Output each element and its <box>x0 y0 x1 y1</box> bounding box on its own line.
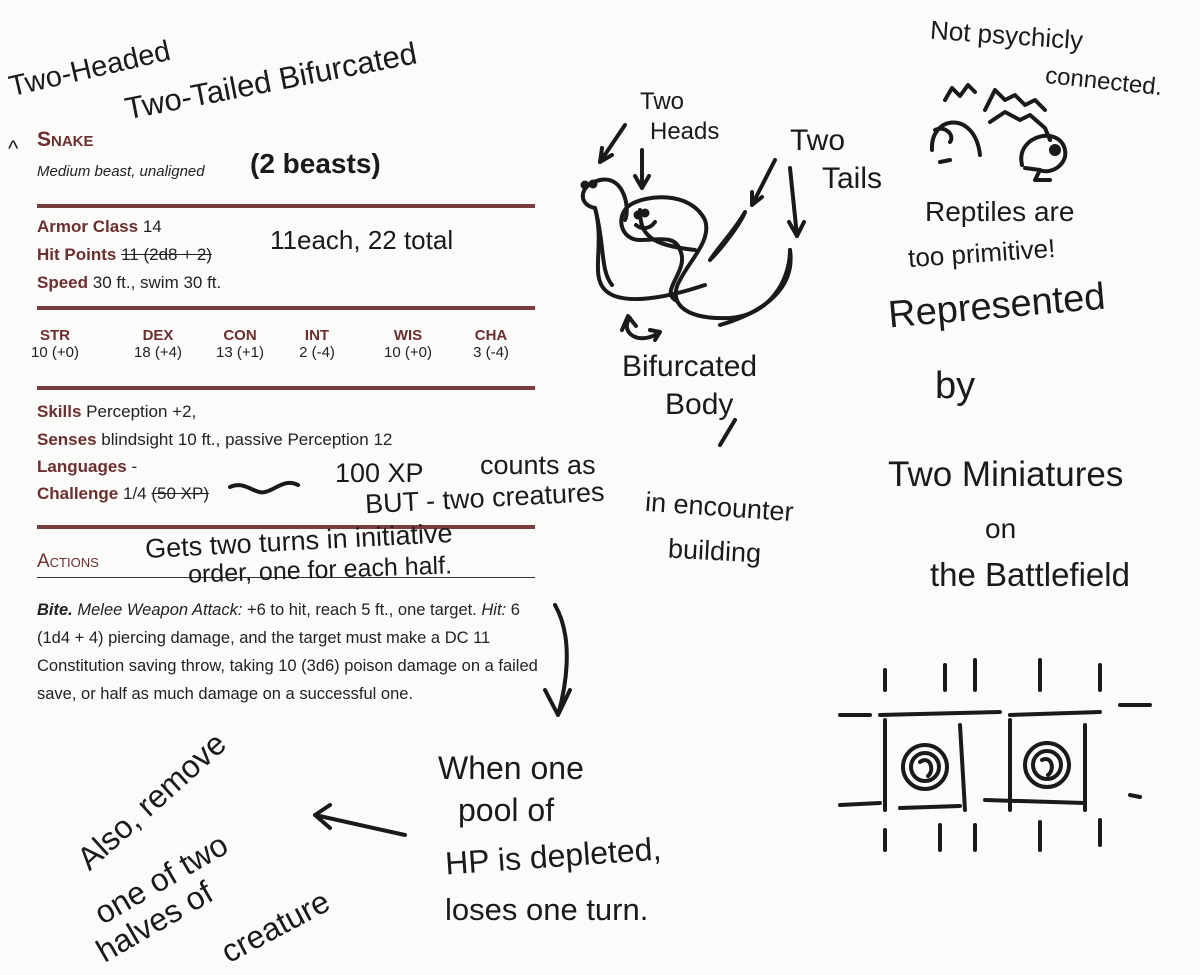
label-two-tails-2: Tails <box>822 162 883 195</box>
ability-score: 13 (+1) <box>216 344 264 361</box>
battle-grid-drawing <box>838 658 1152 852</box>
note-counts-as: counts as <box>480 450 596 480</box>
ability-score: 10 (+0) <box>384 344 432 361</box>
skills: Skills Perception +2, <box>37 402 196 422</box>
languages: Languages - <box>37 457 137 477</box>
senses: Senses blindsight 10 ft., passive Percep… <box>37 430 392 450</box>
ability-name: CON <box>223 327 257 344</box>
ability-score: 3 (-4) <box>473 344 509 361</box>
armor-class-value: 14 <box>142 217 162 236</box>
note-two-beasts: (2 beasts) <box>250 148 381 179</box>
speed-label: Speed <box>37 273 89 292</box>
ability-name: WIS <box>393 327 423 344</box>
ability-score: 10 (+0) <box>31 344 79 361</box>
senses-value: blindsight 10 ft., passive Perception 12 <box>101 430 393 449</box>
armor-class: Armor Class 14 <box>37 217 162 237</box>
note-when-depleted-2: pool of <box>458 792 555 828</box>
armor-class-label: Armor Class <box>37 217 139 236</box>
actions-heading: Actions <box>37 551 99 572</box>
challenge: Challenge 1/4 (50 XP) <box>37 484 209 504</box>
challenge-xp-struck: (50 XP) <box>151 484 209 503</box>
ability-name: CHA <box>474 327 508 344</box>
bite-hit-label: Hit: <box>481 601 507 619</box>
skills-label: Skills <box>37 402 82 421</box>
note-on: on <box>985 513 1017 544</box>
label-two-heads-1: Two <box>640 88 685 115</box>
psychic-heads-drawing <box>929 83 1068 182</box>
label-body: Body <box>665 388 734 421</box>
hit-points: Hit Points 11 (2d8 + 2) <box>37 245 212 265</box>
ability-name: STR <box>40 327 70 344</box>
divider <box>37 204 535 208</box>
creature-name: Snake <box>37 128 94 151</box>
hit-points-label: Hit Points <box>37 245 117 264</box>
divider <box>37 306 535 310</box>
bite-text-1: +6 to hit, reach 5 ft., one target. <box>242 601 482 619</box>
ability-name: INT <box>304 327 330 344</box>
note-battlefield: the Battlefield <box>930 556 1130 593</box>
note-hp-each: 11each, 22 total <box>270 225 454 255</box>
bite-text-2: 6 (1d4 + 4) piercing damage, and the tar… <box>37 601 538 703</box>
note-100-xp: 100 XP <box>335 458 424 488</box>
note-when-depleted-4: loses one turn. <box>445 892 649 927</box>
ability-name: DEX <box>142 327 174 344</box>
note-two-miniatures: Two Miniatures <box>888 455 1124 494</box>
divider <box>37 525 535 529</box>
languages-value: - <box>131 457 138 476</box>
bite-attack-type: Melee Weapon Attack: <box>77 601 243 619</box>
label-two-heads-2: Heads <box>650 118 720 145</box>
senses-label: Senses <box>37 430 97 449</box>
bite-action: Bite. Melee Weapon Attack: +6 to hit, re… <box>37 596 557 708</box>
note-when-depleted-1: When one <box>438 750 584 786</box>
divider <box>37 386 535 390</box>
note-by: by <box>935 365 976 407</box>
hit-points-struck-value: 11 (2d8 + 2) <box>121 245 212 264</box>
bite-name: Bite. <box>37 601 73 619</box>
creature-type: Medium beast, unaligned <box>37 163 205 180</box>
arrow-icons <box>228 123 806 837</box>
challenge-value: 1/4 <box>122 484 147 503</box>
ability-score: 2 (-4) <box>299 344 335 361</box>
actions-underline <box>37 577 535 578</box>
snake-drawing <box>580 177 793 327</box>
languages-label: Languages <box>37 457 127 476</box>
label-bifurcated: Bifurcated <box>622 350 758 383</box>
skills-value: Perception +2, <box>86 402 197 421</box>
speed: Speed 30 ft., swim 30 ft. <box>37 273 221 293</box>
speed-value: 30 ft., swim 30 ft. <box>92 273 222 292</box>
challenge-label: Challenge <box>37 484 119 503</box>
caret-mark: ^ <box>8 136 19 161</box>
ability-score: 18 (+4) <box>134 344 182 361</box>
note-reptiles-1: Reptiles are <box>925 196 1075 227</box>
label-two-tails-1: Two <box>790 124 846 157</box>
